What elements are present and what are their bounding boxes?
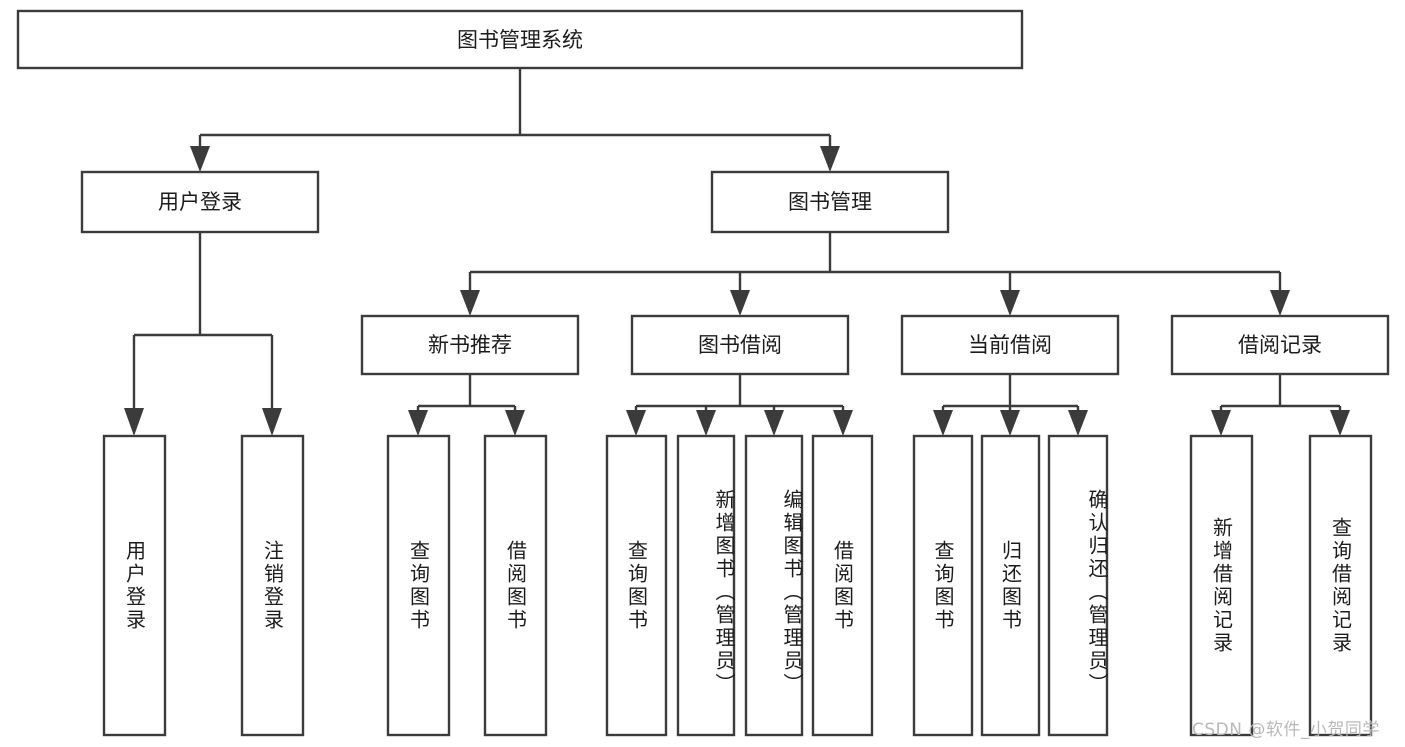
leaf-box-edit-book[interactable]	[744, 434, 804, 737]
arrow-head-icon	[262, 408, 282, 436]
arrow-head-icon	[1068, 410, 1088, 436]
node-current-borrow-label: 当前借阅	[968, 333, 1052, 357]
leaf-box-user-login[interactable]	[102, 434, 167, 737]
connector-new-book-rec-to-leaves	[408, 374, 525, 436]
node-root[interactable]: 图书管理系统	[16, 9, 1024, 70]
node-box-shape	[1170, 314, 1390, 376]
leaf-box-return-book[interactable]	[980, 434, 1041, 737]
node-box-shape	[360, 314, 580, 376]
arrow-head-icon	[1000, 410, 1020, 436]
arrow-head-icon	[1000, 290, 1020, 316]
arrow-head-icon	[1211, 410, 1231, 436]
node-new-book-rec[interactable]: 新书推荐	[360, 314, 580, 376]
arrow-head-icon	[408, 410, 428, 436]
node-book-borrow[interactable]: 图书借阅	[630, 314, 850, 376]
leaf-box-borrow-book-1[interactable]	[483, 434, 548, 737]
connector-user-login-to-leaves	[124, 232, 282, 436]
arrow-head-icon	[1330, 410, 1350, 436]
node-borrow-record-label: 借阅记录	[1238, 333, 1322, 357]
node-user-login-label: 用户登录	[158, 190, 242, 214]
leaf-box-query-record[interactable]	[1308, 434, 1373, 737]
arrow-head-icon	[696, 410, 716, 436]
connector-current-borrow-to-leaves	[933, 374, 1088, 436]
node-current-borrow[interactable]: 当前借阅	[900, 314, 1120, 376]
arrow-head-icon	[505, 410, 525, 436]
node-root-label: 图书管理系统	[457, 28, 583, 52]
node-box-shape	[16, 9, 1024, 70]
arrow-head-icon	[626, 410, 646, 436]
arrow-head-icon	[730, 290, 750, 316]
arrow-head-icon	[933, 410, 953, 436]
connector-root-to-level2	[190, 68, 840, 172]
node-book-manage[interactable]: 图书管理	[710, 170, 950, 234]
arrow-head-icon	[124, 408, 144, 436]
node-book-borrow-label: 图书借阅	[698, 333, 782, 357]
connector-book-borrow-to-leaves	[626, 374, 853, 436]
node-box-shape	[710, 170, 950, 234]
arrow-head-icon	[820, 146, 840, 172]
watermark-text: CSDN @软件_小贺同学	[1192, 720, 1380, 740]
node-box-shape	[630, 314, 850, 376]
node-borrow-record[interactable]: 借阅记录	[1170, 314, 1390, 376]
arrow-head-icon	[1270, 290, 1290, 316]
leaf-box-borrow-book-2[interactable]	[811, 434, 874, 737]
arrow-head-icon	[190, 146, 210, 172]
leaf-box-logout[interactable]	[240, 434, 305, 737]
leaf-box-confirm-return[interactable]	[1047, 434, 1109, 737]
node-box-shape	[900, 314, 1120, 376]
arrow-head-icon	[764, 410, 784, 436]
leaf-box-query-book-2[interactable]	[605, 434, 668, 737]
arrow-head-icon	[833, 410, 853, 436]
connector-borrow-record-to-leaves	[1211, 374, 1350, 436]
arrow-head-icon	[460, 290, 480, 316]
node-new-book-rec-label: 新书推荐	[428, 333, 512, 357]
leaf-box-query-book-3[interactable]	[912, 434, 974, 737]
node-book-manage-label: 图书管理	[788, 190, 872, 214]
leaf-box-query-book-1[interactable]	[386, 434, 451, 737]
leaf-box-add-book[interactable]	[676, 434, 736, 737]
node-user-login[interactable]: 用户登录	[80, 170, 320, 234]
connector-book-manage-to-level3	[460, 232, 1290, 316]
leaf-box-add-record[interactable]	[1189, 434, 1254, 737]
